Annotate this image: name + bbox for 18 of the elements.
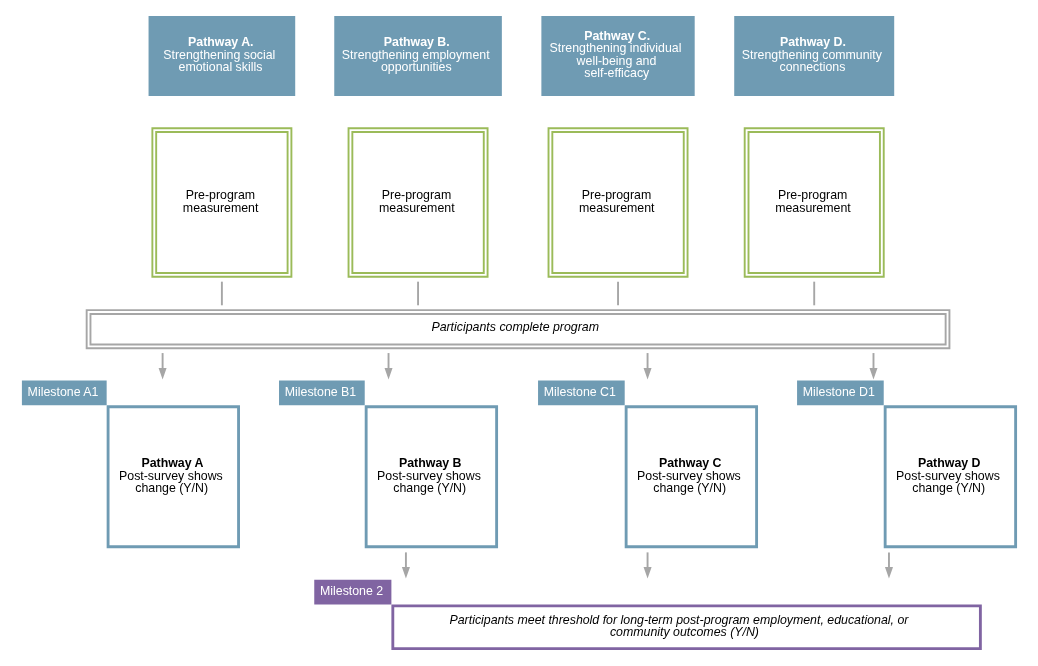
arrow <box>643 352 652 380</box>
connector <box>220 280 223 307</box>
node-box: Pre-program measurement <box>743 127 885 278</box>
node-box: Participants complete program <box>85 309 951 350</box>
connector <box>813 280 816 307</box>
connector <box>417 280 419 307</box>
node-box: Pre-program measurement <box>151 127 293 278</box>
node-box: Pathway B. Strengthening employment opportunities <box>334 15 502 96</box>
node-box: Pre-program measurement <box>547 127 689 278</box>
arrow <box>884 551 893 579</box>
connector <box>617 280 619 307</box>
arrow <box>643 551 652 579</box>
arrow <box>401 551 410 579</box>
node-box: Pathway D. Strengthening community connections <box>734 15 895 96</box>
arrow <box>158 352 167 380</box>
node-box: Pathway C. Strengthening individual well-being and self-efficacy <box>541 15 695 96</box>
node-box: Pathway A. Strengthening social emotional skills <box>148 15 296 96</box>
node-box: Pre-program measurement <box>347 127 489 278</box>
